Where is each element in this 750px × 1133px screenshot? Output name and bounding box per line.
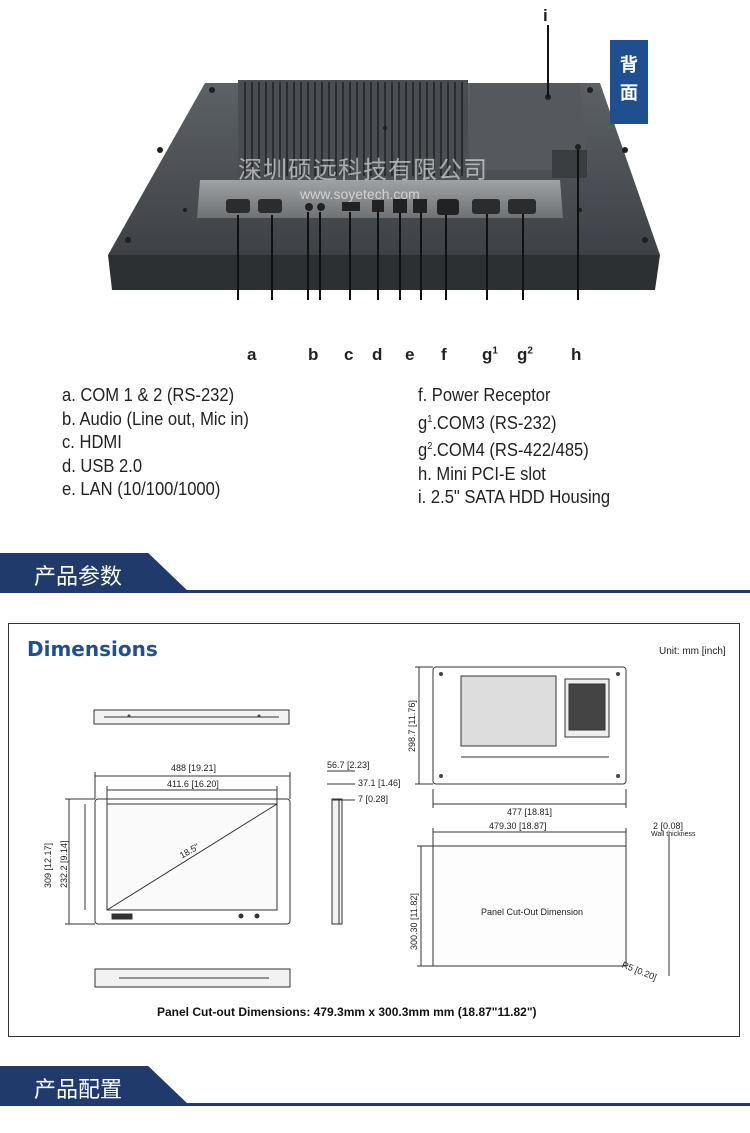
panel-screws xyxy=(127,672,620,778)
callout-c: c xyxy=(344,345,354,364)
dim-wall: 2 [0.08] xyxy=(653,821,684,831)
dimensions-panel: Dimensions Unit: mm [inch] xyxy=(8,623,740,1037)
callout-g1: g1 xyxy=(482,345,498,364)
dim-rear-height: 298.7 [11.76] xyxy=(407,700,417,752)
rear-view-tab: 背 面 xyxy=(610,40,648,124)
section-title-config: 产品配置 xyxy=(34,1078,123,1103)
callout-a: a xyxy=(247,345,257,364)
callout-d: d xyxy=(372,345,383,364)
legend-item-a: a. COM 1 & 2 (RS-232) xyxy=(62,385,235,405)
legend-item-g2: g2.COM4 (RS-422/485) xyxy=(418,440,589,460)
watermark-url: www.soyetech.com xyxy=(300,186,420,202)
legend-item-e: e. LAN (10/100/1000) xyxy=(62,479,221,499)
section-header-params: 产品参数 xyxy=(0,553,750,593)
dim-height-outer: 309 [12.17] xyxy=(43,842,53,888)
dim-cutout-height: 300.30 [11.82] xyxy=(409,893,419,950)
callout-b: b xyxy=(308,345,319,364)
dim-width-inner: 411.6 [16.20] xyxy=(167,779,219,789)
legend-item-b: b. Audio (Line out, Mic in) xyxy=(62,408,249,429)
callout-i: i xyxy=(543,6,548,25)
callout-g2: g2 xyxy=(517,345,533,364)
dim-depth-total: 56.7 [2.23] xyxy=(327,760,370,770)
heatsink-fins xyxy=(244,82,463,176)
dim-cutout-width: 479.30 [18.87] xyxy=(489,821,547,831)
watermark-company: 深圳硕远科技有限公司 xyxy=(238,156,488,184)
callout-h: h xyxy=(571,345,582,364)
section-title-params: 产品参数 xyxy=(34,565,123,590)
legend-left: a. COM 1 & 2 (RS-232) b. Audio (Line out… xyxy=(62,384,265,502)
legend-item-h: h. Mini PCI-E slot xyxy=(418,463,546,484)
dimension-drawings xyxy=(65,666,670,988)
cutout-caption: Panel Cut-out Dimensions: 479.3mm x 300.… xyxy=(157,1005,537,1019)
legend-item-i: i. 2.5" SATA HDD Housing xyxy=(418,487,611,507)
dim-rear-width: 477 [18.81] xyxy=(507,807,553,817)
legend-item-c: c. HDMI xyxy=(62,432,122,452)
dim-height-inner: 232.2 [9.14] xyxy=(59,840,69,888)
device-rear-illustration xyxy=(108,25,660,338)
legend-item-d: d. USB 2.0 xyxy=(62,455,143,476)
dimensions-title: Dimensions xyxy=(27,637,158,661)
legend-item-f: f. Power Receptor xyxy=(418,385,551,405)
legend-right: f. Power Receptor g1.COM3 (RS-232) g2.CO… xyxy=(418,384,627,510)
legend-item-g1: g1.COM3 (RS-232) xyxy=(418,412,557,433)
dim-width-outer: 488 [19.21] xyxy=(171,763,217,773)
dim-depth-b: 7 [0.28] xyxy=(358,794,389,804)
callout-e: e xyxy=(405,345,415,364)
screws xyxy=(125,87,648,243)
wall-label: Wall thickness xyxy=(651,831,696,838)
cutout-label: Panel Cut-Out Dimension xyxy=(481,907,584,917)
io-ports xyxy=(226,199,536,215)
callout-f: f xyxy=(441,345,447,364)
rear-tab-char-1: 背 xyxy=(620,55,638,76)
dim-depth-a: 37.1 [1.46] xyxy=(358,778,401,788)
rear-tab-char-2: 面 xyxy=(620,83,638,104)
unit-label: Unit: mm [inch] xyxy=(659,646,726,657)
section-header-config: 产品配置 xyxy=(0,1066,750,1106)
